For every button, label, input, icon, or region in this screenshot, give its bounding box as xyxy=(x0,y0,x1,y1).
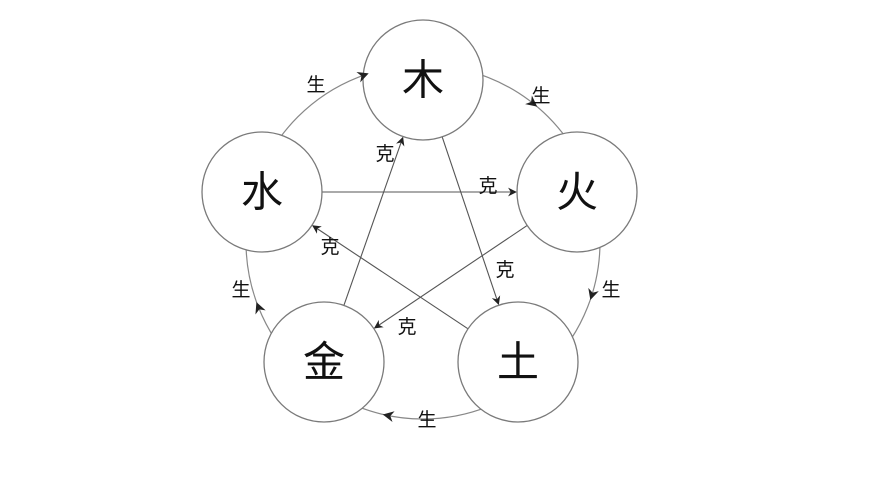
overcoming-edges xyxy=(312,136,528,330)
earth-label: 土 xyxy=(497,338,539,387)
metal-label: 金 xyxy=(303,338,345,387)
generate-label-wood-to-fire: 生 xyxy=(531,85,550,107)
generate-arrow-metal-to-water xyxy=(255,302,266,315)
generate-arrow-earth-to-metal xyxy=(382,411,395,422)
wood-label: 木 xyxy=(402,56,444,105)
generate-label-fire-to-earth: 生 xyxy=(601,279,620,301)
relation-labels: 生生生生生克克克克克 xyxy=(231,72,621,431)
overcome-label-earth-to-water: 克 xyxy=(320,236,339,258)
overcome-label-metal-to-wood: 克 xyxy=(375,143,394,165)
overcome-arrow-metal-to-wood xyxy=(343,136,405,306)
overcome-label-fire-to-metal: 克 xyxy=(397,316,416,338)
generate-label-water-to-wood: 生 xyxy=(306,74,325,96)
element-nodes: 木火土 金 水 xyxy=(201,19,638,423)
overcome-label-wood-to-earth: 克 xyxy=(495,259,514,281)
generate-arrow-fire-to-earth xyxy=(588,287,599,301)
water-node xyxy=(201,131,323,253)
fire-label: 火 xyxy=(556,168,598,217)
overcome-arrow-fire-to-metal xyxy=(373,225,528,329)
earth-node xyxy=(457,301,579,423)
generate-arrow-wood-to-fire xyxy=(525,95,538,107)
metal-node xyxy=(263,301,385,423)
overcome-label-water-to-fire: 克 xyxy=(478,175,497,197)
overcome-arrow-wood-to-earth xyxy=(441,136,501,306)
wood-node xyxy=(362,19,484,141)
generate-label-metal-to-water: 生 xyxy=(231,279,250,301)
fire-node xyxy=(516,131,638,253)
water-label: 水 xyxy=(241,168,283,217)
generate-label-earth-to-metal: 生 xyxy=(417,409,436,431)
generate-arrow-water-to-wood xyxy=(356,72,369,83)
overcome-arrow-earth-to-water xyxy=(312,225,469,330)
